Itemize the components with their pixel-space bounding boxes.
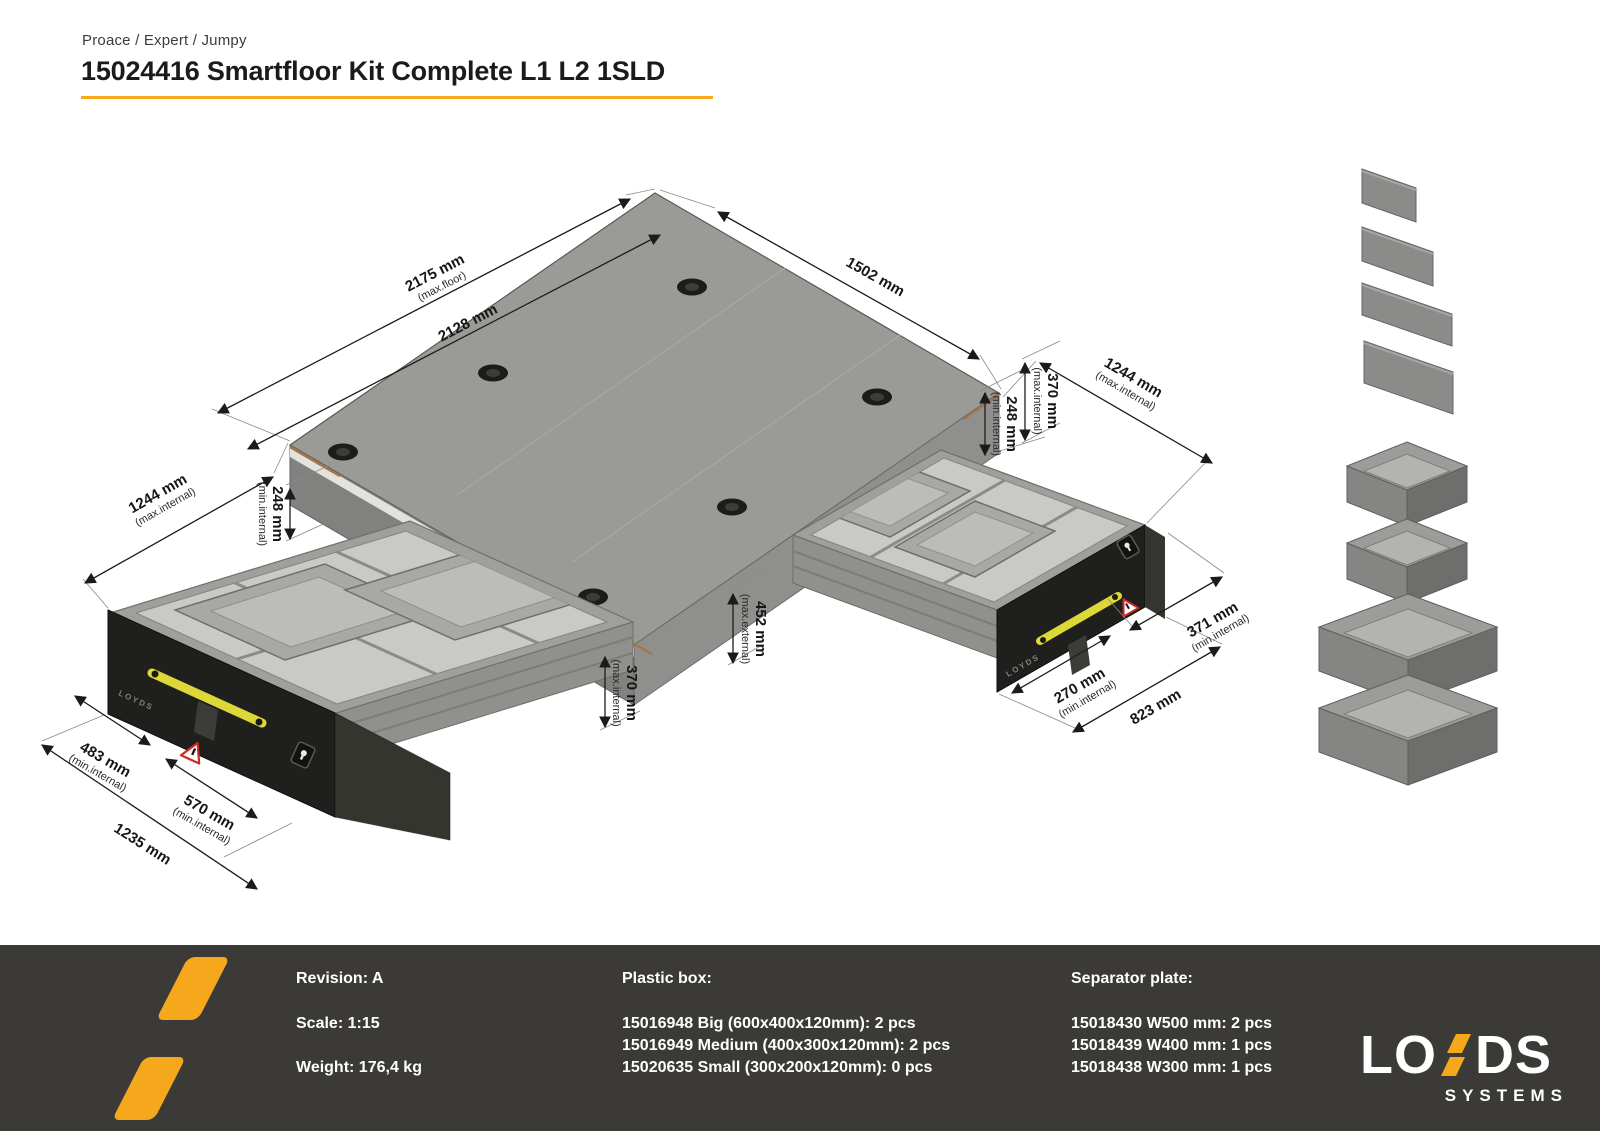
dim-248-right: 248 mm (min.internal) — [990, 392, 1020, 456]
dim-823: 823 mm — [1127, 686, 1184, 729]
logo-text-ds: DS — [1475, 1025, 1553, 1085]
logo-text-lo: LO — [1360, 1025, 1437, 1085]
dim-452: 452 mm (max.external) — [739, 594, 769, 664]
separator-plates-illustration — [1361, 168, 1454, 415]
dim-248-left: 248 mm (min.internal) — [256, 482, 286, 546]
separator-plate-heading: Separator plate: — [1071, 970, 1193, 987]
left-drawer-front-side — [334, 712, 451, 841]
lock-badge-icon — [290, 741, 316, 769]
dim-1502: 1502 mm — [843, 254, 907, 300]
medium-box — [1345, 518, 1469, 604]
loyds-logo-word: LO DS — [1360, 1028, 1570, 1082]
svg-text:(min.internal): (min.internal) — [256, 482, 268, 546]
plastic-box-item: 15016948 Big (600x400x120mm): 2 pcs — [622, 1015, 916, 1032]
svg-text:452 mm: 452 mm — [752, 601, 769, 657]
left-drawer-handle — [147, 668, 267, 728]
svg-text:823 mm: 823 mm — [1127, 686, 1184, 729]
plastic-box-heading: Plastic box: — [622, 970, 712, 987]
dim-1244-left: 1244 mm (max.internal) — [126, 471, 198, 529]
separator-plate-item: 15018438 W300 mm: 1 pcs — [1071, 1059, 1273, 1076]
title-underline — [81, 96, 713, 99]
footer-bar: Revision: A Scale: 1:15 Weight: 176,4 kg… — [0, 945, 1600, 1131]
separator-plate — [1361, 168, 1417, 223]
wood-edge — [289, 445, 341, 478]
plastic-box-item: 15020635 Small (300x200x120mm): 0 pcs — [622, 1059, 933, 1076]
plastic-boxes-illustration — [1317, 441, 1499, 786]
separator-plate-item: 15018430 W500 mm: 2 pcs — [1071, 1015, 1273, 1032]
plastic-box-item: 15016949 Medium (400x300x120mm): 2 pcs — [622, 1037, 951, 1054]
page-title: 15024416 Smartfloor Kit Complete L1 L2 1… — [81, 56, 666, 86]
svg-text:(max.internal): (max.internal) — [610, 659, 622, 726]
dim-370-right: 370 mm (max.internal) — [1031, 367, 1061, 434]
svg-text:(max.internal): (max.internal) — [1031, 367, 1043, 434]
separator-plate — [1363, 340, 1454, 415]
revision-label: Revision: A — [296, 970, 384, 987]
weight-label: Weight: 176,4 kg — [296, 1059, 422, 1076]
right-drawer-front-side — [1145, 525, 1165, 619]
loyds-logo: LO DS SYSTEMS — [1360, 1028, 1570, 1106]
separator-plate — [1361, 282, 1453, 347]
lock-badge-icon — [1116, 534, 1140, 560]
svg-text:248 mm: 248 mm — [1003, 396, 1020, 452]
svg-text:370 mm: 370 mm — [1044, 373, 1061, 429]
footer-logo-slash-bottom — [111, 1057, 187, 1120]
svg-text:(max.external): (max.external) — [739, 594, 751, 664]
footer-logo-slash-top — [155, 957, 231, 1020]
left-drawer-lock-housing — [194, 701, 218, 741]
scale-label: Scale: 1:15 — [296, 1015, 380, 1032]
technical-drawing: LOYDS — [41, 168, 1499, 890]
dim-371: 371 mm (min.internal) — [1184, 599, 1251, 655]
separator-plate — [1361, 226, 1434, 287]
big-box — [1317, 674, 1499, 786]
medium-box — [1345, 441, 1469, 527]
right-drawer-handle — [1036, 592, 1122, 645]
svg-text:370 mm: 370 mm — [623, 665, 640, 721]
dim-1244-right: 1244 mm (max.internal) — [1093, 354, 1165, 413]
separator-plate-item: 15018439 W400 mm: 1 pcs — [1071, 1037, 1273, 1054]
logo-y-icon — [1441, 1034, 1471, 1076]
svg-text:(min.internal): (min.internal) — [990, 392, 1002, 456]
dim-370-center: 370 mm (max.internal) — [610, 659, 640, 726]
logo-subtitle: SYSTEMS — [1444, 1086, 1568, 1105]
svg-text:1502 mm: 1502 mm — [843, 254, 907, 300]
svg-text:248 mm: 248 mm — [269, 486, 286, 542]
floor-seam — [571, 334, 901, 563]
right-drawer-interior — [811, 460, 1085, 590]
breadcrumb: Proace / Expert / Jumpy — [82, 32, 247, 49]
